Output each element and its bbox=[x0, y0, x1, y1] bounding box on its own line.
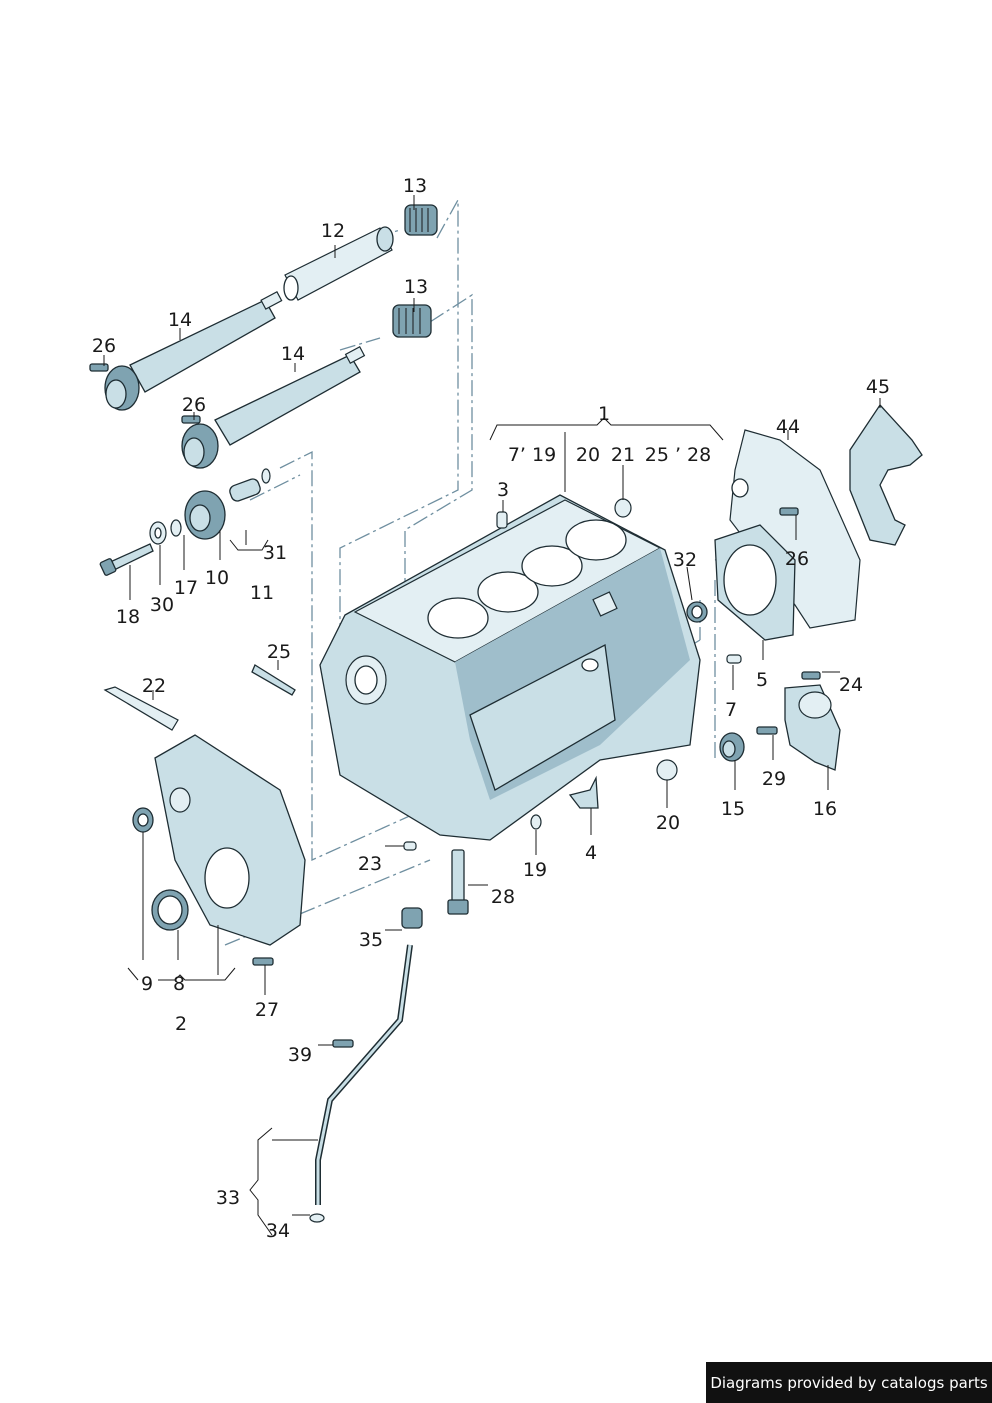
leader-lines bbox=[103, 195, 881, 1236]
bolt-18 bbox=[99, 543, 154, 576]
dowel-pin-3 bbox=[496, 511, 508, 529]
drive-gear bbox=[184, 490, 226, 540]
callout-35: 35 bbox=[359, 929, 383, 951]
callout-39: 39 bbox=[288, 1044, 312, 1066]
bolt-39 bbox=[332, 1039, 354, 1048]
engine-block bbox=[319, 494, 701, 841]
callout-19: 19 bbox=[523, 859, 547, 881]
bolt-26-lower bbox=[181, 415, 201, 424]
callout-7: 7 bbox=[725, 699, 737, 721]
callout-29: 29 bbox=[762, 768, 786, 790]
sealant-tube-22 bbox=[103, 686, 179, 731]
callout-22: 22 bbox=[142, 675, 166, 697]
dipstick-handle-35 bbox=[401, 907, 423, 929]
callout-14-upper: 14 bbox=[168, 309, 192, 331]
dipstick-tube bbox=[309, 944, 413, 1223]
bolt-29 bbox=[756, 726, 778, 735]
rear-seal-flange bbox=[714, 524, 796, 641]
callout-16: 16 bbox=[813, 798, 837, 820]
callout-23: 23 bbox=[358, 853, 382, 875]
needle-bearing-lower bbox=[392, 304, 432, 338]
callout-7-19: 7’ 19 bbox=[508, 444, 556, 466]
seal-19 bbox=[530, 814, 542, 830]
balance-shaft-lower bbox=[181, 346, 366, 469]
callout-10: 10 bbox=[205, 567, 229, 589]
callout-44: 44 bbox=[776, 416, 800, 438]
callout-31: 31 bbox=[263, 542, 287, 564]
callout-26-right: 26 bbox=[785, 548, 809, 570]
dowel-7 bbox=[726, 654, 742, 664]
callout-8: 8 bbox=[173, 973, 185, 995]
callout-27: 27 bbox=[255, 999, 279, 1021]
cover-plate-45 bbox=[849, 403, 923, 546]
bolt-26-right bbox=[779, 507, 799, 516]
callout-26-lower: 26 bbox=[182, 394, 206, 416]
bolt-26-upper bbox=[89, 363, 109, 372]
dowel-23 bbox=[403, 841, 417, 851]
callout-4: 4 bbox=[585, 842, 597, 864]
credit-text: Diagrams provided by catalogs parts bbox=[710, 1373, 988, 1392]
sensor-4 bbox=[568, 775, 599, 809]
bolt-28 bbox=[447, 849, 469, 915]
seal-9 bbox=[132, 807, 154, 833]
balance-shaft-upper bbox=[104, 290, 283, 411]
callout-17: 17 bbox=[174, 577, 198, 599]
callout-3: 3 bbox=[497, 479, 509, 501]
sprocket-15 bbox=[719, 732, 745, 762]
seal-32 bbox=[686, 601, 708, 623]
bolt-24 bbox=[801, 671, 821, 680]
washer-17 bbox=[170, 519, 182, 537]
plug-20 bbox=[656, 759, 678, 781]
callout-45: 45 bbox=[866, 376, 890, 398]
gasket-plate-44 bbox=[729, 429, 861, 629]
callout-32: 32 bbox=[673, 549, 697, 571]
callout-18: 18 bbox=[116, 606, 140, 628]
needle-bearing-upper bbox=[404, 204, 438, 236]
washer-30 bbox=[149, 521, 167, 545]
callout-9: 9 bbox=[141, 973, 153, 995]
callout-20: 20 bbox=[656, 812, 680, 834]
callout-13-lower: 13 bbox=[404, 276, 428, 298]
callout-1: 1 bbox=[598, 403, 610, 425]
cover-16 bbox=[784, 684, 841, 771]
callout-labels: 1 7’ 19 20 21 25 ’ 28 3 13 12 13 14 14 2… bbox=[92, 175, 890, 1242]
plug-21 bbox=[614, 498, 632, 518]
balance-shaft-tube bbox=[283, 226, 394, 301]
callout-15: 15 bbox=[721, 798, 745, 820]
callout-34: 34 bbox=[266, 1220, 290, 1242]
bearing-pin-11 bbox=[229, 468, 271, 502]
callout-11: 11 bbox=[250, 582, 274, 604]
bolt-25 bbox=[251, 664, 296, 696]
bolt-27 bbox=[252, 957, 274, 966]
callout-24: 24 bbox=[839, 674, 863, 696]
seal-8 bbox=[151, 889, 189, 931]
credit-banner: Diagrams provided by catalogs parts bbox=[706, 1362, 992, 1403]
timing-cover bbox=[154, 734, 306, 946]
callout-25: 25 bbox=[267, 641, 291, 663]
callout-28: 28 bbox=[491, 886, 515, 908]
callout-12: 12 bbox=[321, 220, 345, 242]
callout-21: 21 bbox=[611, 444, 635, 466]
callout-14-lower: 14 bbox=[281, 343, 305, 365]
callout-13-upper: 13 bbox=[403, 175, 427, 197]
callout-26-upper: 26 bbox=[92, 335, 116, 357]
callout-2: 2 bbox=[175, 1013, 187, 1035]
callout-33: 33 bbox=[216, 1187, 240, 1209]
callout-5: 5 bbox=[756, 669, 768, 691]
callout-25-28: 25 ’ 28 bbox=[645, 444, 711, 466]
callout-30: 30 bbox=[150, 594, 174, 616]
callout-20-top: 20 bbox=[576, 444, 600, 466]
